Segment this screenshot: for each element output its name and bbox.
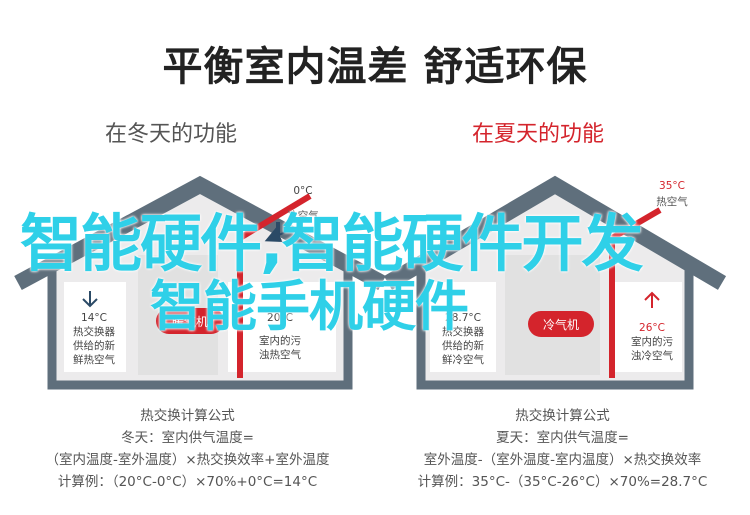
summer-subtitle: 在夏天的功能: [472, 122, 605, 147]
winter-unit-label: 暖气机: [172, 314, 208, 329]
summer-formula-example: 计算例：35°C-（35°C-26°C）×70%=28.7°C: [417, 474, 708, 490]
winter-formula-expr: （室内温度-室外温度）×热交换效率+室外温度: [45, 452, 330, 468]
summer-right-room: [610, 282, 682, 372]
winter-indoor-line-2: 供给的新: [73, 339, 115, 352]
summer-formula: 热交换计算公式 夏天：室内供气温度= 室外温度-（室外温度-室内温度）×热交换效…: [375, 405, 750, 493]
winter-indoor-line-1: 热交换器: [73, 325, 115, 338]
page-title: 平衡室内温差 舒适环保: [162, 44, 588, 90]
winter-indoor-temp: 14°C: [81, 312, 107, 324]
winter-exhaust-line-1: 室内的污: [259, 334, 301, 347]
summer-unit-label: 冷气机: [543, 317, 579, 332]
summer-cooler-unit: [528, 311, 594, 337]
winter-supply-arrow: [82, 298, 98, 308]
summer-outdoor-temp: 35°C: [659, 180, 685, 192]
winter-formula-heading: 热交换计算公式: [140, 408, 235, 424]
overlay-text-line-1: 智能硬件,智能硬件开发: [20, 207, 644, 280]
winter-outdoor-label: 冷空气: [287, 209, 319, 222]
winter-outdoor-temp: 0°C: [293, 185, 312, 197]
summer-house: [383, 175, 727, 390]
winter-formula-example: 计算例：（20°C-0°C）×70%+0°C=14°C: [57, 474, 318, 490]
winter-exhaust-line-2: 浊热空气: [259, 348, 301, 361]
summer-left-room: [430, 282, 496, 372]
summer-up-arrow: [644, 291, 660, 301]
summer-exhaust-temp: 26°C: [639, 322, 665, 334]
winter-heater-unit: [156, 308, 224, 334]
winter-left-room: [64, 282, 126, 372]
overlay-text-line-2: 智能手机硬件: [150, 275, 469, 338]
summer-outdoor-label: 热空气: [656, 195, 688, 208]
summer-indoor-line-3: 鲜冷空气: [442, 353, 484, 366]
summer-exhaust-line-2: 浊冷空气: [631, 349, 673, 362]
summer-formula-expr: 室外温度-（室外温度-室内温度）×热交换效率: [423, 452, 702, 468]
winter-formula: 热交换计算公式 冬天：室内供气温度= （室内温度-室外温度）×热交换效率+室外温…: [0, 405, 375, 493]
summer-formula-heading: 热交换计算公式: [515, 408, 610, 424]
summer-formula-season: 夏天：室内供气温度=: [496, 430, 629, 446]
summer-exhaust-line-1: 室内的污: [631, 335, 673, 348]
summer-exhaust-pipe: [609, 207, 662, 378]
winter-house: [14, 175, 386, 390]
winter-indoor-line-3: 鲜热空气: [73, 353, 115, 366]
winter-subtitle: 在冬天的功能: [105, 122, 238, 147]
winter-exhaust-pipe: [237, 193, 312, 378]
winter-right-room: [228, 282, 336, 372]
winter-formula-season: 冬天：室内供气温度=: [121, 430, 254, 446]
summer-indoor-line-1: 热交换器: [442, 325, 484, 338]
summer-indoor-line-2: 供给的新: [442, 339, 484, 352]
summer-indoor-temp: 28.7°C: [445, 312, 481, 324]
winter-exhaust-temp: 20°C: [267, 312, 293, 324]
